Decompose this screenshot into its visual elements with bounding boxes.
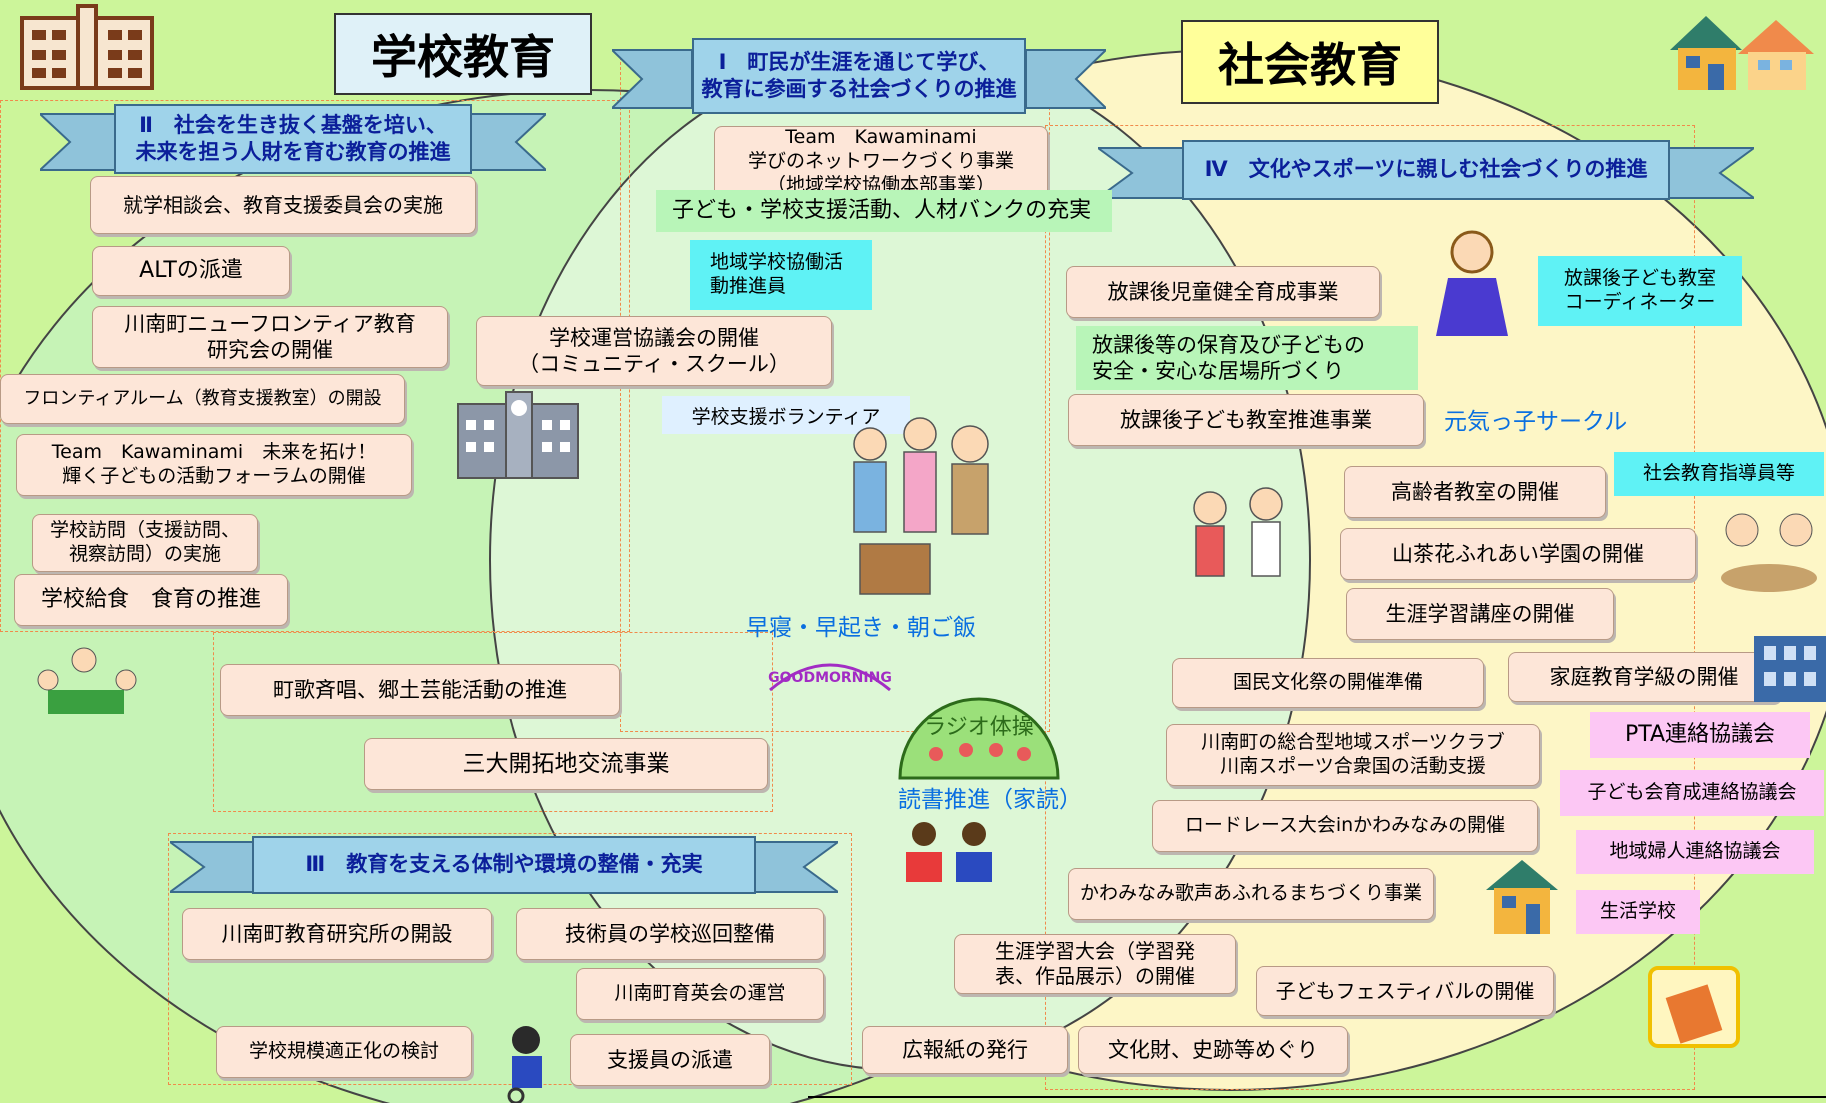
item-newsletter: 広報紙の発行: [862, 1026, 1068, 1074]
item-sazanka: 山茶花ふれあい学園の開催: [1340, 528, 1696, 580]
ribbon-2: Ⅱ 社会を生き抜く基盤を培い、 未来を担う人財を育む教育の推進: [40, 104, 546, 180]
people-illustration: [853, 417, 989, 595]
item-team-network: Team Kawaminami 学びのネットワークづくり事業 （地域学校協働本部…: [714, 126, 1048, 198]
item-genki-circle: 元気っ子サークル: [1444, 409, 1628, 435]
region-middle-low: [213, 632, 773, 812]
item-three-pioneer: 三大開拓地交流事業: [364, 738, 768, 790]
item-childcare-safety: 放課後等の保育及び子どもの 安全・安心な居場所づくり: [1076, 326, 1418, 390]
item-reading: 読書推進（家読）: [898, 787, 1082, 813]
item-national-culture-festival: 国民文化祭の開催準備: [1172, 658, 1484, 708]
item-school-lunch: 学校給食 食育の推進: [14, 574, 288, 626]
item-cultural-tour: 文化財、史跡等めぐり: [1078, 1026, 1348, 1074]
house-icon: [1670, 16, 1814, 90]
item-support-staff: 支援員の派遣: [570, 1034, 770, 1086]
lunch-illustration: [37, 647, 137, 714]
ribbon-1: Ⅰ 町民が生涯を通じて学び、 教育に参画する社会づくりの推進: [612, 38, 1106, 120]
item-family-education: 家庭教育学級の開催: [1508, 652, 1780, 702]
item-alt-dispatch: ALTの派遣: [92, 246, 290, 296]
item-life-school: 生活学校: [1576, 890, 1700, 934]
item-coordinator: 地域学校協働活 動推進員: [690, 240, 872, 310]
school-illustration: [457, 391, 579, 479]
wheelchair-illustration: [507, 1026, 542, 1103]
item-frontier-room: フロンティアルーム（教育支援教室）の開設: [0, 374, 405, 424]
radio-exercise-illustration: ラジオ体操: [898, 697, 1060, 780]
item-team-forum: Team Kawaminami 未来を拓け！ 輝く子どもの活動フォーラムの開催: [16, 434, 412, 496]
good-morning-illustration: GOODMORNING: [768, 663, 892, 692]
ribbon-3-label: Ⅲ 教育を支える体制や環境の整備・充実: [252, 836, 756, 894]
item-after-school-child: 放課後児童健全育成事業: [1066, 266, 1380, 318]
ribbon-4: Ⅳ 文化やスポーツに親しむ社会づくりの推進: [1098, 140, 1754, 204]
bottom-line: [808, 1096, 1826, 1098]
radio-exercise-label: ラジオ体操: [924, 715, 1034, 740]
item-womens-association: 地域婦人連絡協議会: [1576, 830, 1814, 874]
item-school-visit: 学校訪問（支援訪問、 視察訪問）の実施: [32, 514, 258, 572]
ribbon-2-label: Ⅱ 社会を生き抜く基盤を培い、 未来を担う人財を育む教育の推進: [114, 104, 472, 174]
region-bottom: [168, 833, 852, 1085]
item-singing-town: かわみなみ歌声あふれるまちづくり事業: [1068, 868, 1434, 920]
ribbon-4-label: Ⅳ 文化やスポーツに親しむ社会づくりの推進: [1182, 140, 1670, 200]
book-icon: [1648, 966, 1740, 1048]
house-small-icon: [1486, 860, 1558, 934]
item-after-school-coordinator: 放課後子ども教室 コーディネーター: [1538, 256, 1742, 326]
school-building-icon: [20, 4, 154, 90]
social-education-heading: 社会教育: [1181, 20, 1439, 104]
reading-illustration: [906, 822, 992, 882]
item-kids-association: 子ども会育成連絡協議会: [1560, 770, 1824, 816]
region-social: [1045, 125, 1695, 1090]
item-lifelong-course: 生涯学習講座の開催: [1346, 588, 1614, 640]
item-after-school-class: 放課後子ども教室推進事業: [1068, 394, 1424, 446]
item-sports-club: 川南町の総合型地域スポーツクラブ 川南スポーツ合衆国の活動支援: [1166, 724, 1540, 786]
item-child-support: 子ども・学校支援活動、人材バンクの充実: [656, 190, 1112, 232]
item-technician: 技術員の学校巡回整備: [516, 908, 824, 960]
item-elderly-class: 高齢者教室の開催: [1344, 466, 1606, 518]
building-edge-icon: [1754, 636, 1826, 702]
item-social-instructor: 社会教育指導員等: [1614, 452, 1824, 496]
good-morning-label: GOODMORNING: [768, 670, 892, 686]
cooking-illustration: [1721, 513, 1817, 592]
item-road-race: ロードレース大会inかわみなみの開催: [1152, 800, 1538, 852]
item-enrollment-consultation: 就学相談会、教育支援委員会の実施: [90, 176, 476, 234]
item-research-institute: 川南町教育研究所の開設: [182, 908, 492, 960]
item-school-council: 学校運営協議会の開催 （コミュニティ・スクール）: [476, 316, 832, 386]
item-scholarship: 川南町育英会の運営: [576, 968, 824, 1020]
item-school-size: 学校規模適正化の検討: [216, 1026, 472, 1078]
ribbon-3: Ⅲ 教育を支える体制や環境の整備・充実: [170, 836, 838, 898]
school-education-heading: 学校教育: [334, 13, 592, 95]
item-pta: PTA連絡協議会: [1590, 712, 1810, 758]
woman-illustration: [1436, 230, 1508, 336]
children-illustration: [1193, 487, 1283, 577]
ribbon-1-label: Ⅰ 町民が生涯を通じて学び、 教育に参画する社会づくりの推進: [692, 38, 1026, 114]
item-early-sleep: 早寝・早起き・朝ご飯: [746, 615, 976, 641]
item-town-song: 町歌斉唱、郷土芸能活動の推進: [220, 664, 620, 716]
item-learning-convention: 生涯学習大会（学習発 表、作品展示）の開催: [954, 934, 1236, 994]
item-children-festival: 子どもフェスティバルの開催: [1256, 966, 1554, 1016]
item-new-frontier: 川南町ニューフロンティア教育 研究会の開催: [92, 306, 448, 368]
